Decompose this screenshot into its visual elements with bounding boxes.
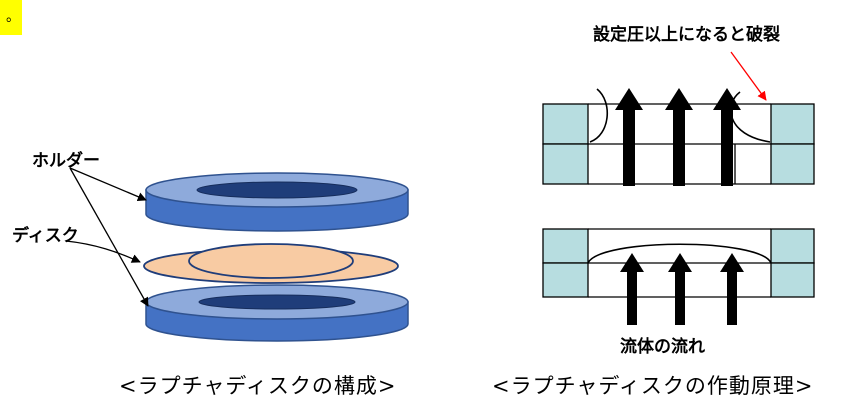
upper-holder-ring — [145, 172, 409, 232]
holder-leader-lower — [69, 167, 149, 307]
holder-label: ホルダー — [32, 151, 100, 171]
burst-flap-left — [589, 88, 609, 143]
leader-arrows-left — [65, 167, 149, 307]
holder-leader-upper — [69, 167, 147, 202]
operation-principle-caption: <ラプチャディスクの作動原理> — [492, 374, 814, 398]
fluid-flow-label: 流体の流れ — [620, 337, 705, 357]
lower-holder-ring — [145, 284, 409, 342]
burst-flow-arrows — [615, 88, 741, 186]
normal-flow-arrows — [620, 253, 744, 325]
disc-leader — [65, 240, 141, 263]
composition-caption: <ラプチャディスクの構成> — [119, 374, 397, 398]
burst-pointer-arrow — [730, 51, 767, 101]
burst-condition-label: 設定圧以上になると破裂 — [593, 25, 780, 45]
domed-disc — [587, 243, 772, 264]
disc-label: ディスク — [12, 226, 79, 246]
rupture-disc — [143, 243, 399, 284]
highlighted-note-fragment: 。 — [0, 0, 22, 35]
burst-flap-right — [730, 91, 771, 143]
